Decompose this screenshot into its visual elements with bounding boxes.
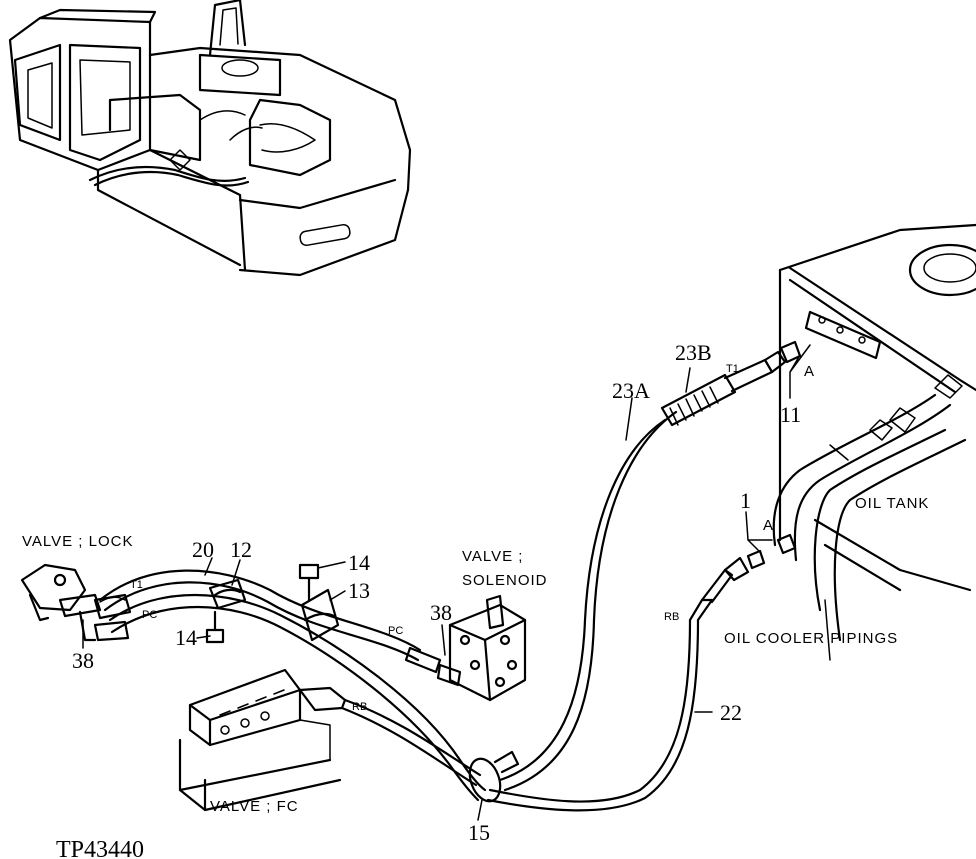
- label-valve-solenoid-line2: SOLENOID: [462, 572, 548, 589]
- label-valve-solenoid-line1: VALVE ;: [462, 548, 523, 565]
- port-mark-pc-left: PC: [142, 609, 157, 621]
- callout-12: 12: [230, 537, 252, 562]
- bolt-14-upper: [298, 563, 320, 602]
- oil-tank-illustration: [772, 223, 976, 661]
- callout-11: 11: [780, 402, 801, 427]
- clamp-13: [300, 588, 340, 642]
- callout-1: 1: [740, 488, 751, 513]
- label-oil-tank: OIL TANK: [855, 495, 929, 512]
- label-valve-fc: VALVE ; FC: [210, 798, 299, 815]
- port-mark-a-low: A: [763, 517, 774, 534]
- callout-15: 15: [468, 820, 490, 845]
- excavator-overview-illustration: [8, 0, 412, 277]
- port-mark-rb-mid: RB: [352, 701, 367, 713]
- figure-code: TP43440: [56, 837, 144, 859]
- callout-38-left: 38: [72, 648, 94, 673]
- hose-20: [98, 569, 487, 802]
- callout-13: 13: [348, 578, 370, 603]
- callout-23b: 23B: [675, 340, 712, 365]
- callout-14-lower: 14: [175, 625, 197, 650]
- label-oil-cooler-pipings: OIL COOLER PIPINGS: [724, 630, 898, 647]
- hose-23a: [498, 410, 678, 792]
- valve-solenoid-illustration: [404, 594, 527, 702]
- port-mark-a-top: A: [804, 363, 815, 380]
- callout-20: 20: [192, 537, 214, 562]
- hose-23b-sleeve: [660, 340, 802, 427]
- port-mark-t1-top: T1: [726, 363, 739, 375]
- leader-lines: [82, 344, 811, 821]
- label-valve-lock: VALVE ; LOCK: [22, 533, 134, 550]
- clamp-15: [468, 750, 520, 803]
- port-mark-t1-left: T1: [130, 579, 143, 591]
- hose-22: [486, 549, 766, 812]
- callout-23a: 23A: [612, 378, 650, 403]
- clamp-12: [208, 578, 247, 610]
- valve-lock-illustration: [20, 563, 132, 642]
- callout-14-upper: 14: [348, 550, 370, 575]
- callout-38-right: 38: [430, 600, 452, 625]
- valve-fc-illustration: [178, 668, 342, 812]
- bolt-14-lower: [205, 610, 225, 644]
- port-mark-pc-mid: PC: [388, 625, 403, 637]
- hose-rb: [298, 686, 482, 787]
- port-mark-rb-right: RB: [664, 611, 679, 623]
- callout-22: 22: [720, 700, 742, 725]
